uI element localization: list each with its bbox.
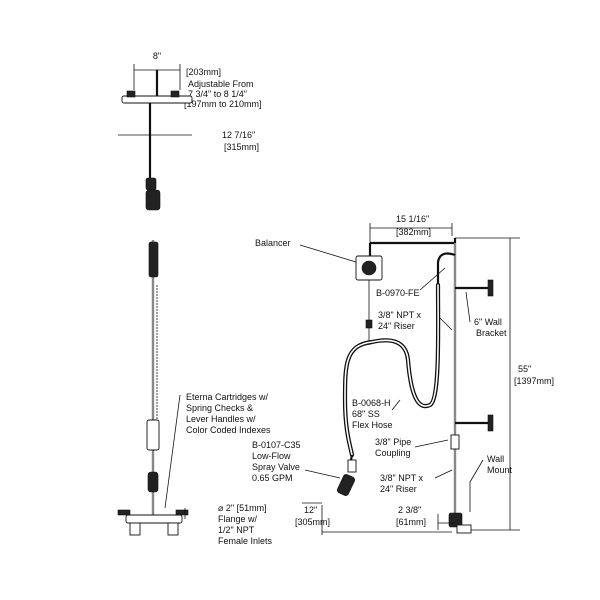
bracket-flange-lower bbox=[487, 414, 494, 432]
coupling-label-1: 3/8" Pipe bbox=[375, 437, 411, 447]
base-inlet bbox=[456, 524, 472, 534]
leader-balancer-part bbox=[419, 267, 446, 291]
spacing-label: 15 1/16" bbox=[396, 214, 429, 224]
wall-mount-label-1: Wall bbox=[487, 454, 504, 464]
balancer-part-label: B-0970-FE bbox=[376, 288, 420, 298]
width-mm-label: [203mm] bbox=[186, 67, 221, 77]
wall-label: 2 3/8" bbox=[398, 505, 421, 515]
hose-inlet-elbow bbox=[436, 252, 456, 285]
flange-label-2: Flange w/ bbox=[218, 514, 258, 524]
riser-bot-label-2: 24" Riser bbox=[380, 484, 417, 494]
top-valve-body bbox=[145, 177, 157, 191]
cable-clip bbox=[365, 319, 373, 329]
leader-cartridges bbox=[164, 394, 181, 509]
valve-label-2: Low-Flow bbox=[252, 451, 291, 461]
balancer-label: Balancer bbox=[255, 238, 291, 248]
wall-mm-label: [61mm] bbox=[396, 517, 426, 527]
leader-coupling bbox=[414, 439, 449, 448]
wall-mount-label-2: Mount bbox=[487, 465, 513, 475]
cartridge-label-3: Lever Handles w/ bbox=[186, 414, 256, 424]
valve-label-3: Spray Valve bbox=[252, 462, 300, 472]
cartridge-label-4: Color Coded Indexes bbox=[186, 425, 271, 435]
leader-bracket bbox=[465, 291, 471, 323]
front-inlet-left bbox=[129, 522, 141, 536]
height-mm-label: [1397mm] bbox=[514, 376, 554, 386]
hose-label-2: 68" SS bbox=[352, 409, 380, 419]
cartridge-label-2: Spring Checks & bbox=[186, 403, 253, 413]
front-handle-left bbox=[117, 509, 131, 516]
front-view: Eterna Cartridges w/ Spring Checks & Lev… bbox=[117, 240, 273, 546]
depth-mm-label: [315mm] bbox=[224, 142, 259, 152]
bracket-label-2: Bracket bbox=[476, 328, 507, 338]
adjust-label-3: [197mm to 210mm] bbox=[184, 99, 262, 109]
offset-label: 12" bbox=[304, 505, 317, 515]
base-fitting bbox=[448, 512, 463, 528]
bracket-label-1: 6" Wall bbox=[474, 317, 502, 327]
hose-label-3: Flex Hose bbox=[352, 420, 393, 430]
leader-spray-valve bbox=[304, 469, 341, 479]
cartridge-label-1: Eterna Cartridges w/ bbox=[186, 392, 269, 402]
coupling-label-2: Coupling bbox=[375, 448, 411, 458]
adjust-label-1: Adjustable From bbox=[188, 79, 254, 89]
flange-label-1: ⌀ 2" [51mm] bbox=[218, 503, 267, 513]
valve-label-4: 0.65 GPM bbox=[252, 473, 293, 483]
top-view: 8" [203mm] Adjustable From 7 3/4" to 8 1… bbox=[118, 51, 262, 211]
height-label: 55" bbox=[518, 364, 531, 374]
top-handle-right bbox=[170, 90, 180, 98]
hose-label-1: B-0068-H bbox=[352, 398, 391, 408]
front-coupling bbox=[146, 419, 160, 451]
riser-bot-label-1: 3/8" NPT x bbox=[380, 473, 424, 483]
depth-label: 12 7/16" bbox=[222, 130, 255, 140]
spray-valve-handle bbox=[347, 459, 357, 473]
balancer-wheel bbox=[361, 260, 377, 276]
top-handle-left bbox=[126, 90, 136, 98]
spacing-mm-label: [382mm] bbox=[396, 227, 431, 237]
top-spray-head bbox=[145, 189, 161, 211]
adjust-label-2: 7 3/4" to 8 1/4" bbox=[188, 89, 247, 99]
leader-riser-bottom bbox=[434, 469, 453, 479]
pipe-coupling bbox=[450, 434, 460, 450]
leader-balancer bbox=[299, 244, 357, 263]
front-inlet-right bbox=[167, 522, 179, 536]
spray-valve bbox=[337, 474, 355, 496]
leader-riser-top bbox=[439, 317, 453, 331]
flange-label-3: 1/2" NPT bbox=[218, 525, 255, 535]
riser-top-label-2: 24" Riser bbox=[378, 321, 415, 331]
front-spray-valve bbox=[147, 471, 159, 493]
side-view: 15 1/16" [382mm] Balancer B-0970-FE 6" W… bbox=[252, 214, 554, 535]
offset-mm-label: [305mm] bbox=[295, 517, 330, 527]
front-balancer bbox=[148, 241, 159, 278]
width-label: 8" bbox=[153, 51, 161, 61]
riser-top-label-1: 3/8" NPT x bbox=[378, 310, 422, 320]
valve-label-1: B-0107-C35 bbox=[252, 440, 301, 450]
flange-label-4: Female Inlets bbox=[218, 536, 273, 546]
front-mixing-body bbox=[125, 514, 183, 524]
front-handle-right bbox=[175, 509, 189, 516]
leader-wall-mount bbox=[469, 459, 484, 512]
bracket-flange-upper bbox=[487, 279, 494, 297]
